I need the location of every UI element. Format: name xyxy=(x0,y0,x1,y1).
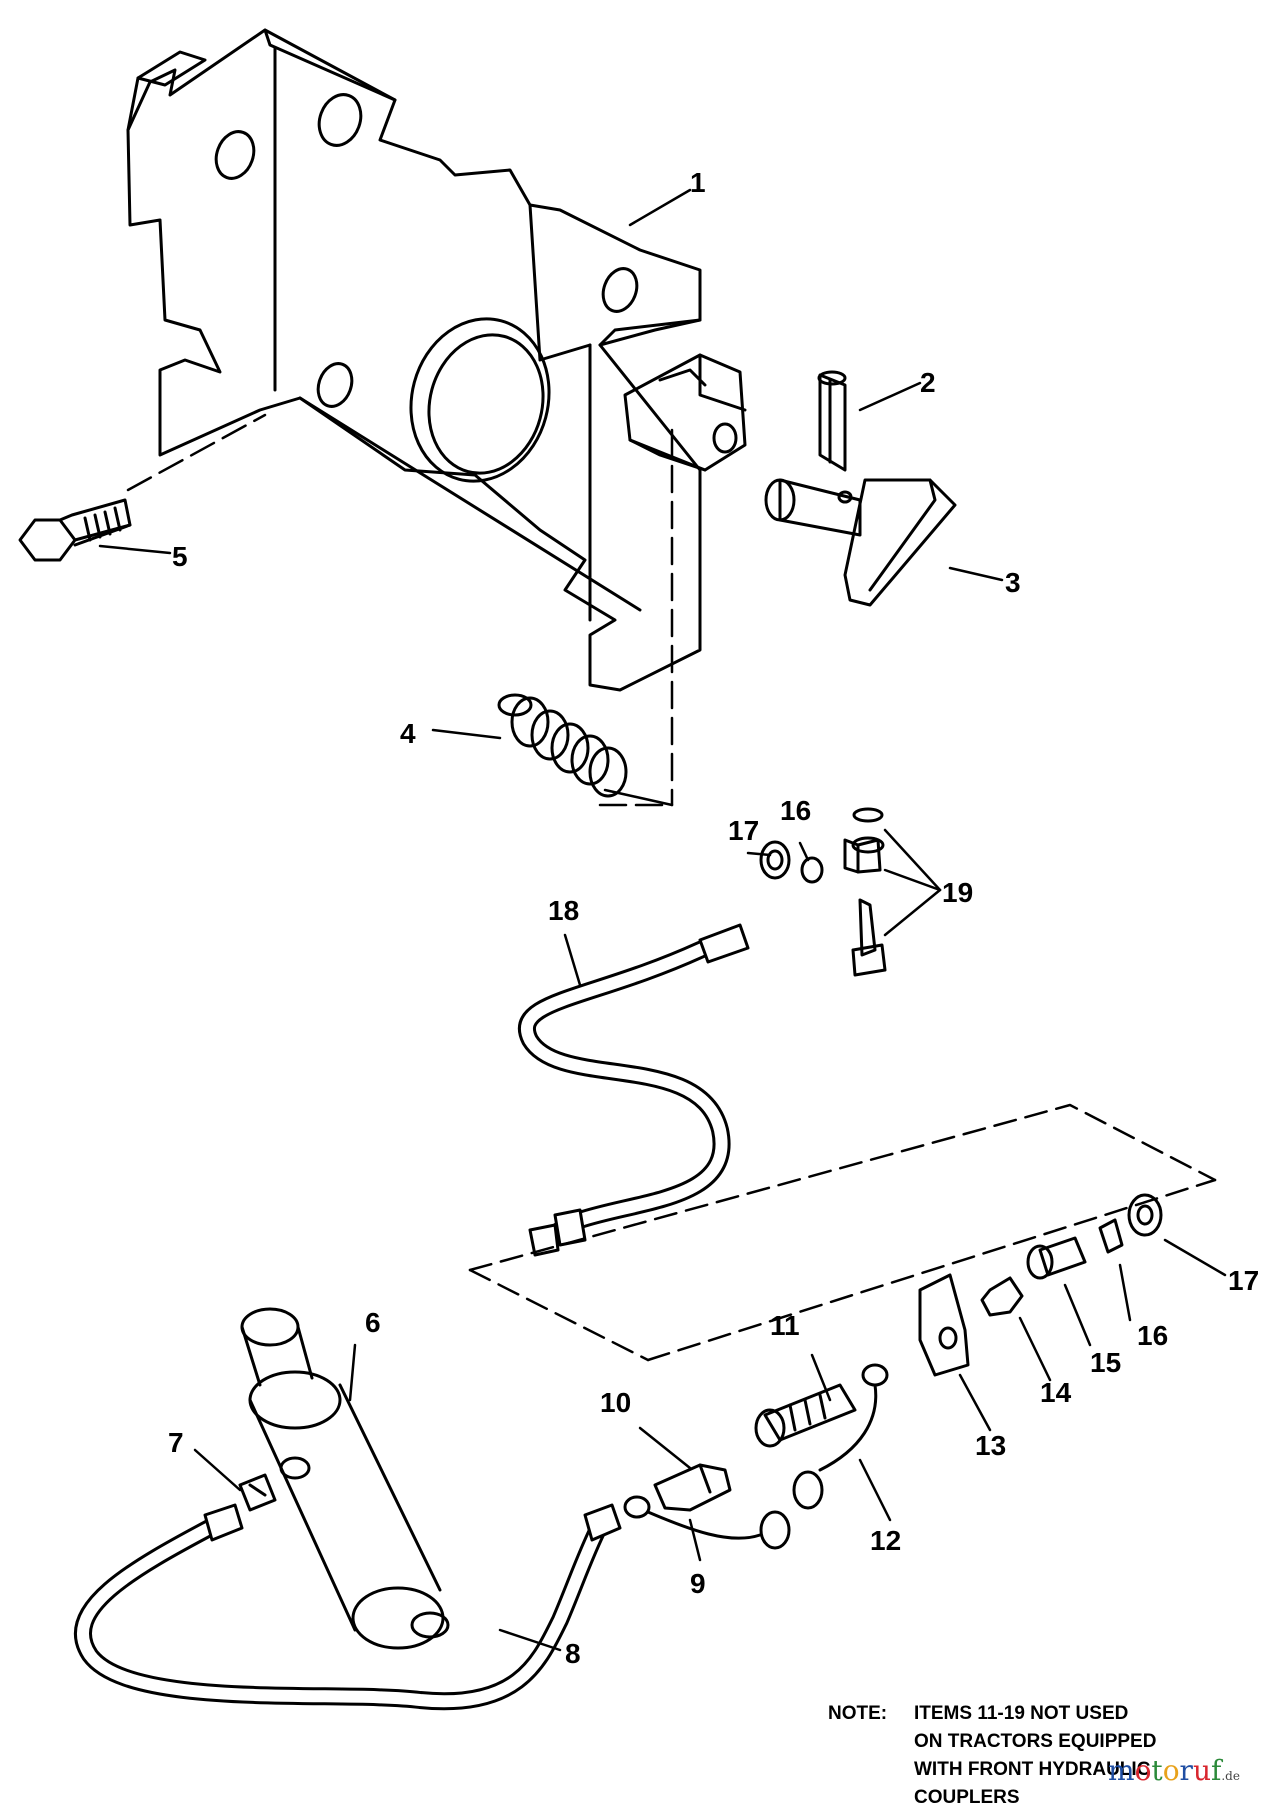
watermark-letter: r xyxy=(1179,1754,1193,1787)
callout-9: 9 xyxy=(690,1568,706,1599)
valve-tee xyxy=(843,807,887,977)
elbow-fitting xyxy=(238,1473,277,1512)
callout-8: 8 xyxy=(565,1638,581,1669)
dust-cap-12 xyxy=(792,1363,889,1510)
note-line: WITH FRONT HYDRAULIC xyxy=(914,1759,1151,1780)
callout-3: 3 xyxy=(1005,567,1021,598)
flange-bolt xyxy=(18,498,132,562)
hydraulic-cylinder xyxy=(240,1307,450,1650)
t-handle-pin xyxy=(764,478,957,607)
dust-cap-9 xyxy=(623,1495,791,1550)
callout-17-upper: 17 xyxy=(728,815,759,846)
callout-17-lower: 17 xyxy=(1228,1265,1259,1296)
hydraulic-hose-18 xyxy=(518,923,750,1257)
callout-12: 12 xyxy=(870,1525,901,1556)
callout-4: 4 xyxy=(400,718,416,749)
coupler xyxy=(754,1383,857,1448)
callout-5: 5 xyxy=(172,541,188,572)
callout-10: 10 xyxy=(600,1387,631,1418)
callout-16-upper: 16 xyxy=(780,795,811,826)
callout-11: 11 xyxy=(770,1310,800,1341)
note-line: ON TRACTORS EQUIPPED xyxy=(914,1731,1157,1752)
upper-fittings xyxy=(759,840,824,884)
watermark-letter: o xyxy=(1162,1754,1180,1787)
hydraulic-hose-8 xyxy=(74,1503,622,1711)
callout-15: 15 xyxy=(1090,1347,1121,1378)
roll-pin xyxy=(817,370,847,472)
note-line: COUPLERS xyxy=(914,1787,1020,1808)
compression-spring xyxy=(497,693,674,807)
note-line: ITEMS 11-19 NOT USED xyxy=(914,1703,1129,1724)
callout-19: 19 xyxy=(942,877,973,908)
watermark-logo: motoruf.de xyxy=(1108,1754,1240,1787)
nipple xyxy=(653,1463,732,1512)
watermark-letter: o xyxy=(1134,1754,1152,1787)
callout-18: 18 xyxy=(548,895,579,926)
lower-fittings xyxy=(980,1193,1163,1317)
watermark-letter: m xyxy=(1108,1754,1135,1787)
watermark-letter: u xyxy=(1192,1754,1211,1787)
callout-1: 1 xyxy=(690,167,706,198)
callout-7: 7 xyxy=(168,1427,184,1458)
callout-16-lower: 16 xyxy=(1137,1320,1168,1351)
callout-13: 13 xyxy=(975,1430,1006,1461)
watermark-letter: f xyxy=(1210,1754,1222,1787)
callout-14: 14 xyxy=(1040,1377,1072,1408)
note-label: NOTE: xyxy=(828,1703,888,1724)
watermark-letter: t xyxy=(1151,1754,1163,1787)
callout-2: 2 xyxy=(920,367,936,398)
mounting-plate xyxy=(126,28,747,692)
angle-bracket xyxy=(918,1273,970,1377)
callout-6: 6 xyxy=(365,1307,381,1338)
watermark-suffix: .de xyxy=(1221,1769,1240,1783)
